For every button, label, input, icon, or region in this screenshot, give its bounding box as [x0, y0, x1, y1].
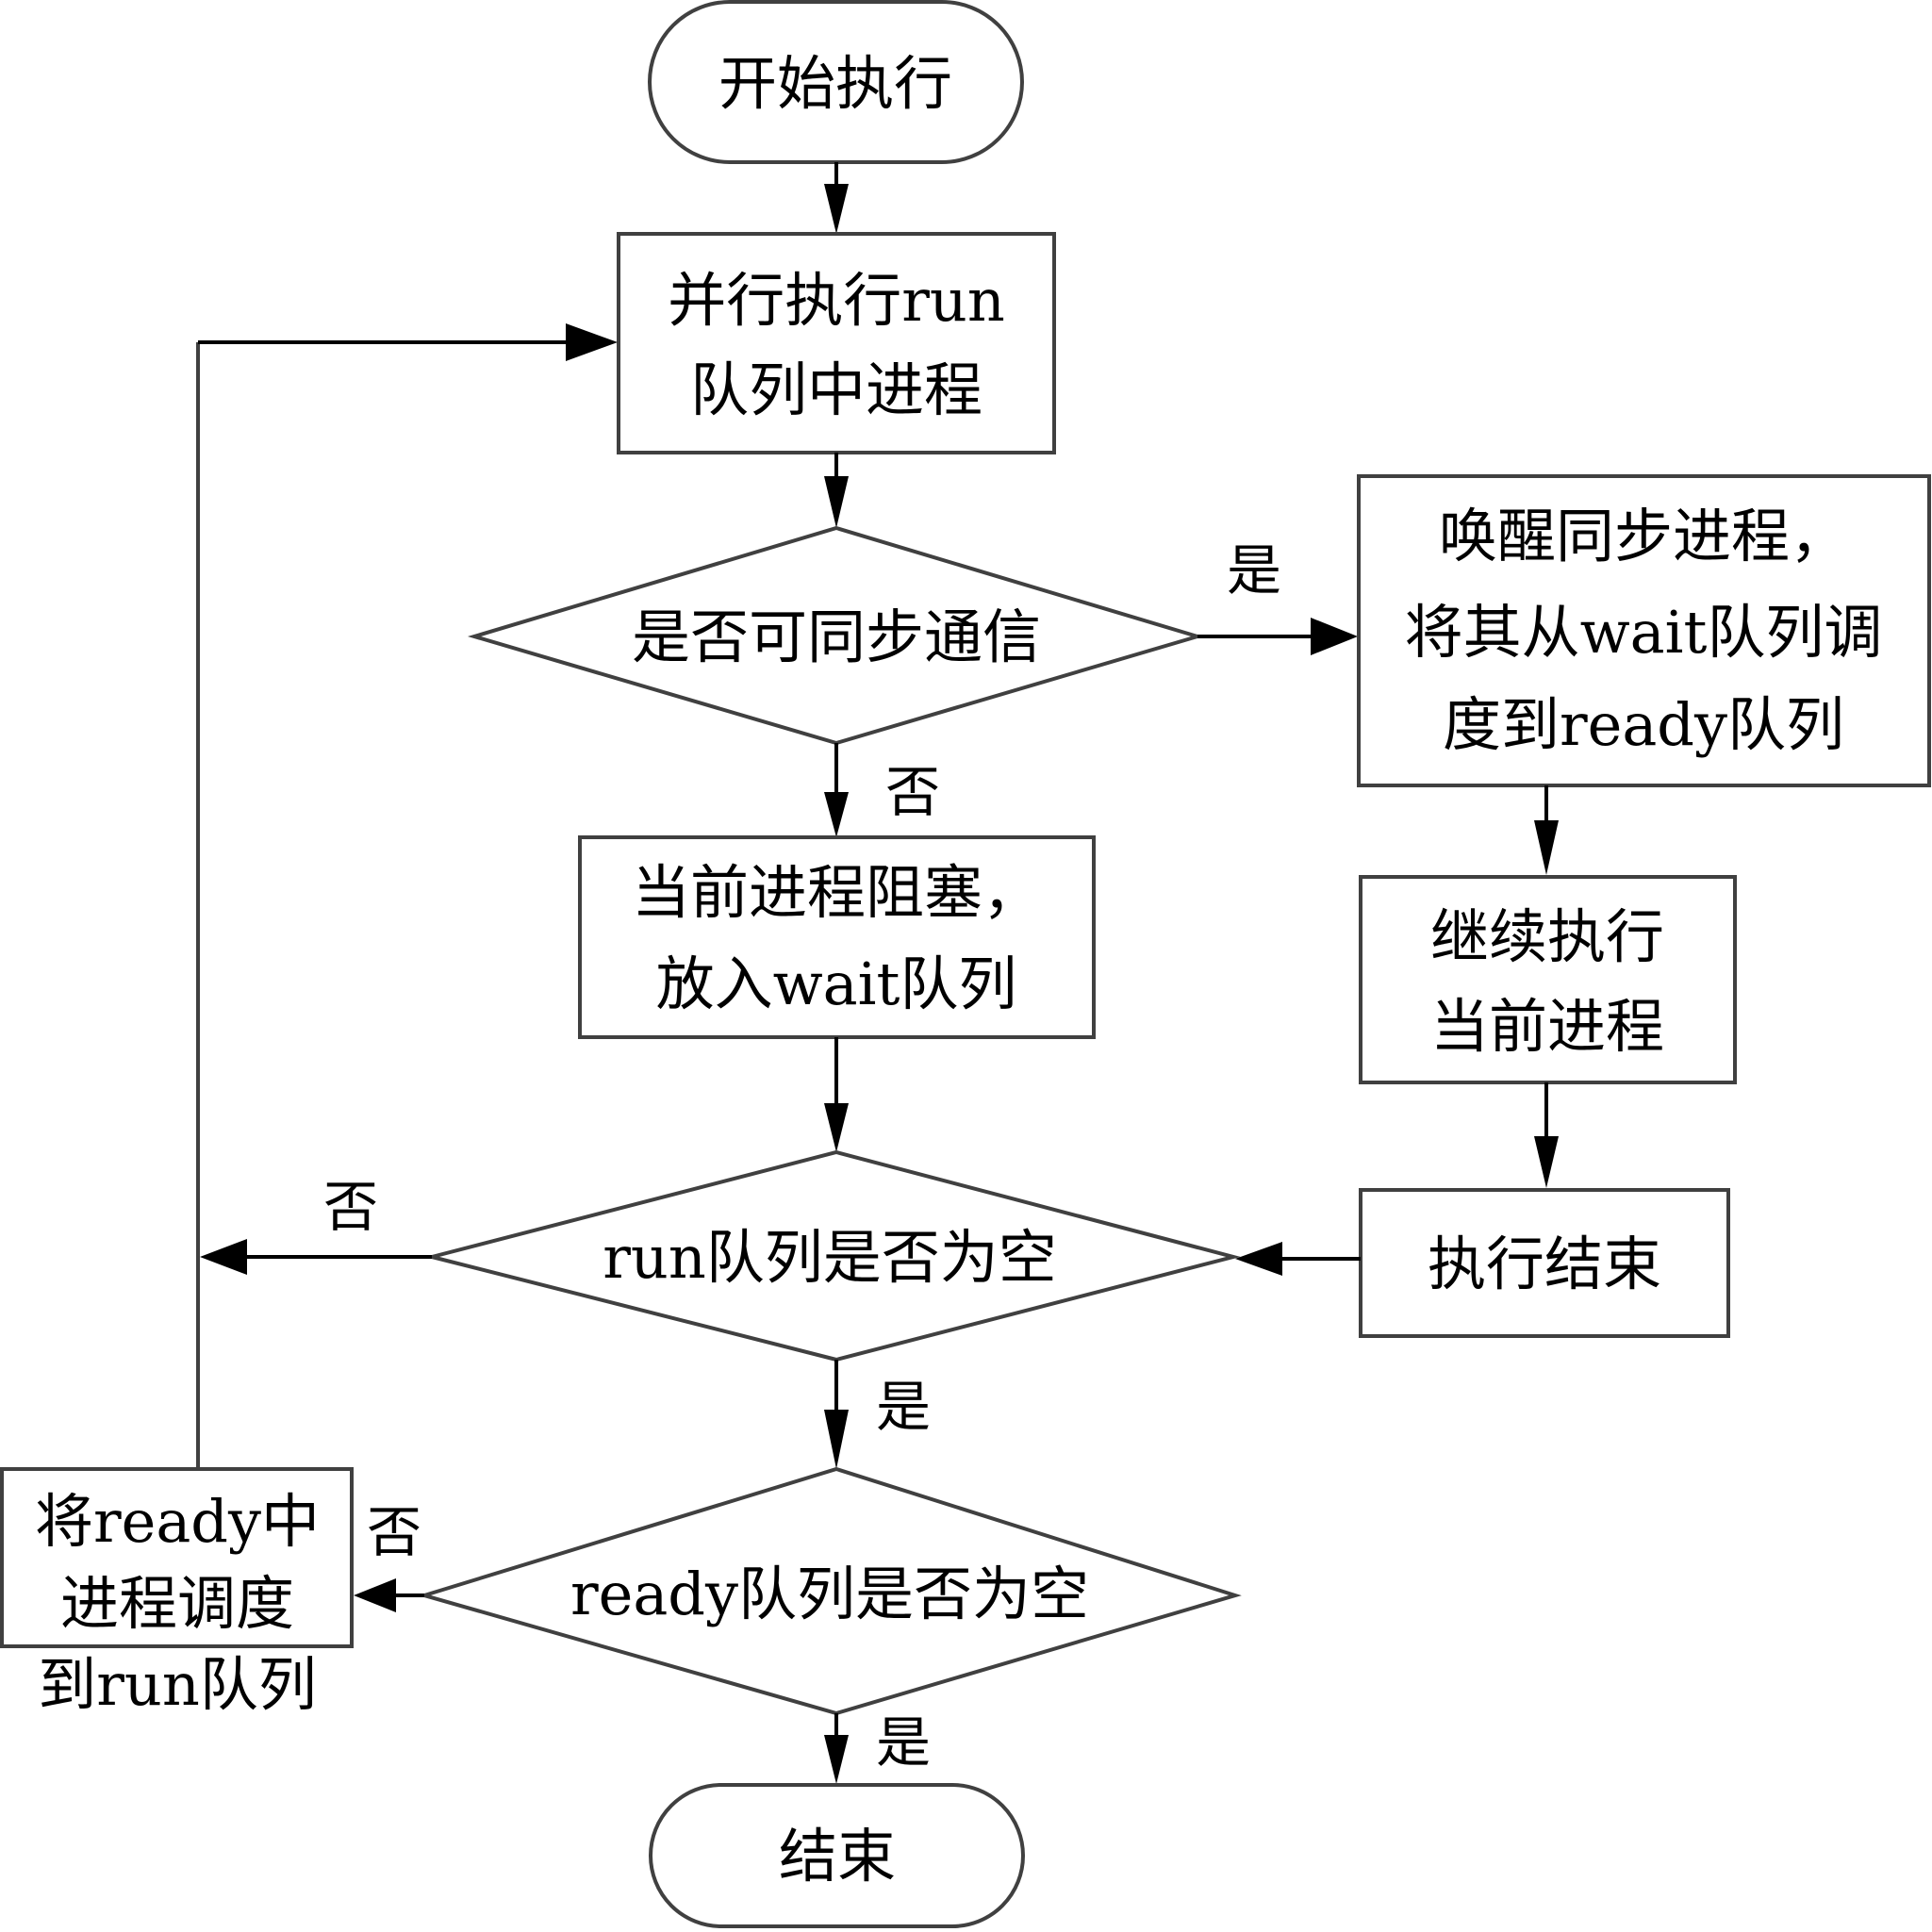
ready-no-label: 否: [367, 1500, 421, 1564]
finish-exec-box: 执行结束: [1359, 1188, 1730, 1338]
sync-yes-label: 是: [1227, 538, 1281, 603]
arrow-block-to-run-empty: [824, 1037, 849, 1152]
ready-yes-label: 是: [876, 1710, 931, 1775]
parallel-label-line2: 队列中进程: [690, 355, 983, 424]
wake-label-line2: 将其从wait队列调: [1405, 598, 1883, 667]
finish-exec-label: 执行结束: [1428, 1230, 1661, 1298]
schedule-label-line3: 到run队列: [38, 1650, 317, 1719]
loop-back-to-parallel: [196, 323, 618, 1469]
ready-empty-label: ready队列是否为空: [570, 1560, 1089, 1628]
arrow-wake-to-continue: [1534, 785, 1559, 875]
start-terminal: 开始执行: [648, 0, 1024, 164]
wake-process-box: 唤醒同步进程， 将其从wait队列调 度到ready队列: [1357, 474, 1931, 787]
arrow-start-to-parallel: [824, 162, 849, 234]
arrow-ready-yes-to-end: 是: [824, 1710, 931, 1784]
arrow-parallel-to-sync-check: [824, 453, 849, 528]
arrow-run-no-to-loop: 否: [200, 1175, 432, 1275]
schedule-process-box: 将ready中 进程调度 到run队列: [0, 1467, 354, 1719]
continue-process-box: 继续执行 当前进程: [1359, 875, 1737, 1084]
block-process-box: 当前进程阻塞， 放入wait队列: [578, 835, 1096, 1039]
sync-check-diamond: 是否可同步通信: [467, 525, 1205, 746]
block-label-line2: 放入wait队列: [656, 949, 1017, 1018]
continue-label-line2: 当前进程: [1430, 992, 1664, 1061]
block-label-line1: 当前进程阻塞，: [632, 858, 1041, 927]
parallel-label-line1: 并行执行run: [668, 266, 1005, 335]
run-yes-label: 是: [876, 1375, 931, 1439]
continue-label-line1: 继续执行: [1430, 902, 1664, 971]
arrow-continue-to-finish: [1534, 1082, 1559, 1188]
end-terminal: 结束: [649, 1783, 1025, 1928]
schedule-label-line2: 进程调度: [60, 1569, 294, 1638]
run-empty-diamond: run队列是否为空: [431, 1149, 1241, 1362]
end-label: 结束: [779, 1822, 896, 1891]
run-empty-label: run队列是否为空: [603, 1223, 1057, 1292]
arrow-finish-to-run-empty: [1235, 1242, 1361, 1276]
arrow-ready-no-to-schedule: 否: [354, 1500, 424, 1612]
sync-check-label: 是否可同步通信: [632, 603, 1041, 671]
sync-no-label: 否: [885, 760, 940, 824]
wake-label-line1: 唤醒同步进程，: [1439, 502, 1848, 570]
start-label: 开始执行: [718, 49, 952, 118]
arrow-run-yes-to-ready-empty: 是: [824, 1360, 931, 1469]
run-no-label: 否: [323, 1175, 378, 1239]
parallel-process-box: 并行执行run 队列中进程: [617, 232, 1056, 454]
ready-empty-diamond: ready队列是否为空: [417, 1466, 1242, 1716]
wake-label-line3: 度到ready队列: [1443, 690, 1844, 759]
schedule-label-line1: 将ready中: [35, 1487, 320, 1556]
arrow-sync-no-to-block: 否: [824, 743, 940, 837]
arrow-sync-yes-to-wake: 是: [1197, 538, 1358, 655]
